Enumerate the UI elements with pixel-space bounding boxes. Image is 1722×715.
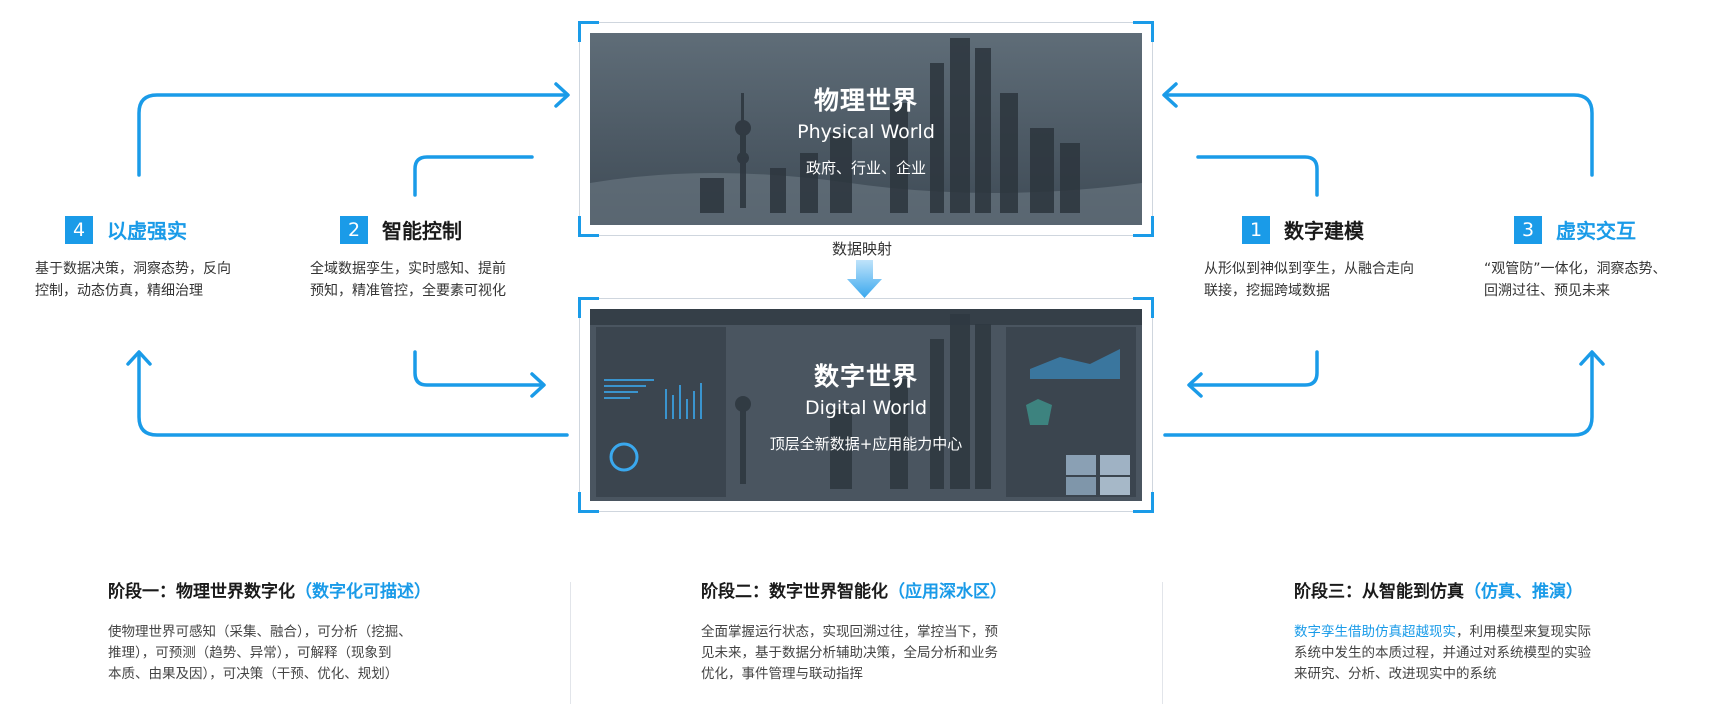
corner-br <box>1133 216 1154 237</box>
digital-world-title: 数字世界 <box>813 362 918 391</box>
stage-3-desc-line1: “观管防”一体化，洞察态势、 <box>1484 261 1667 277</box>
phase-3-line1: 数字孪生借助仿真超越现实，利用模型来复现实际 <box>1294 622 1591 643</box>
data-mapping-arrow <box>847 260 882 298</box>
phase-divider-1 <box>570 582 571 704</box>
arrow-stage4-up-head <box>126 350 152 366</box>
phase-3-highlight: （仿真、推演） <box>1464 582 1583 602</box>
arrow-digital-to-stage4 <box>137 351 569 437</box>
arrow-stage3-to-physical <box>1163 93 1594 177</box>
stage-1: 1 数字建模 从形似到神似到孪生，从融合走向 联接，挖掘跨域数据 <box>1204 215 1414 302</box>
stage-1-title: 数字建模 <box>1284 219 1364 243</box>
arrow-physical-to-stage1 <box>1196 155 1319 197</box>
phase-1-line3: 本质、由果及因），可决策（干预、优化、规划） <box>108 666 399 682</box>
stage-3-title: 虚实交互 <box>1556 219 1636 243</box>
corner-tr <box>1133 297 1154 318</box>
phase-3-line3: 来研究、分析、改进现实中的系统 <box>1294 666 1497 682</box>
stage-2-title: 智能控制 <box>382 219 462 243</box>
digital-world-image: 数字世界 Digital World 顶层全新数据+应用能力中心 <box>590 309 1142 501</box>
stage-1-desc: 从形似到神似到孪生，从融合走向 联接，挖掘跨域数据 <box>1204 258 1414 302</box>
arrow-stage1-head <box>1187 372 1203 398</box>
arrow-stage2-to-digital <box>413 350 545 387</box>
arrow-digital-to-stage3 <box>1163 351 1594 437</box>
phase-2-line3: 优化，事件管理与联动指挥 <box>701 666 863 682</box>
phase-2-line1: 全面掌握运行状态，实现回溯过往，掌控当下，预 <box>701 624 998 640</box>
phase-3-desc: 数字孪生借助仿真超越现实，利用模型来复现实际 系统中发生的本质过程，并通过对系统… <box>1294 622 1591 685</box>
stage-2-desc: 全域数据孪生，实时感知、提前 预知，精准管控，全要素可视化 <box>310 258 506 302</box>
phase-1: 阶段一：物理世界数字化（数字化可描述） 使物理世界可感知（采集、融合），可分析（… <box>108 577 431 685</box>
phase-2-line2: 见未来，基于数据分析辅助决策，全局分析和业务 <box>701 645 998 661</box>
stage-2-desc-line1: 全域数据孪生，实时感知、提前 <box>310 261 506 277</box>
phase-2-highlight: （应用深水区） <box>888 582 1007 602</box>
dashboard-city-image <box>590 309 1142 501</box>
phase-2-title: 阶段二：数字世界智能化（应用深水区） <box>701 577 1007 602</box>
digital-world-subtitle: 顶层全新数据+应用能力中心 <box>769 435 963 453</box>
corner-br <box>1133 492 1154 513</box>
stage-4-title: 以虚强实 <box>107 219 187 243</box>
stage-4-desc-line1: 基于数据决策，洞察态势，反向 <box>35 261 231 277</box>
phase-3-line2: 系统中发生的本质过程，并通过对系统模型的实验 <box>1294 645 1591 661</box>
phase-1-highlight: （数字化可描述） <box>295 582 431 602</box>
stage-3-desc-line2: 回溯过往、预见未来 <box>1484 283 1610 299</box>
stage-1-desc-line2: 联接，挖掘跨域数据 <box>1204 283 1330 299</box>
phase-3-line1-rest: ，利用模型来复现实际 <box>1456 624 1591 640</box>
arrow-stage3-up-head <box>1579 350 1605 366</box>
physical-world-image: 物理世界 Physical World 政府、行业、企业 <box>590 33 1142 225</box>
stage-4-desc-line2: 控制，动态仿真，精细治理 <box>35 283 203 299</box>
phase-3-title-text: 阶段三：从智能到仿真 <box>1294 582 1464 602</box>
stage-3-badge: 3 <box>1514 215 1542 244</box>
stage-3-desc: “观管防”一体化，洞察态势、 回溯过往、预见未来 <box>1484 258 1667 302</box>
corner-tl <box>578 297 599 318</box>
arrow-stage2-head <box>530 372 546 398</box>
physical-world-subtitle: 政府、行业、企业 <box>805 159 926 177</box>
corner-bl <box>578 492 599 513</box>
stage-4-desc: 基于数据决策，洞察态势，反向 控制，动态仿真，精细治理 <box>35 258 231 302</box>
phase-1-title: 阶段一：物理世界数字化（数字化可描述） <box>108 577 431 602</box>
stage-1-badge: 1 <box>1242 215 1270 244</box>
phase-2: 阶段二：数字世界智能化（应用深水区） 全面掌握运行状态，实现回溯过往，掌控当下，… <box>701 577 1007 685</box>
phase-2-title-text: 阶段二：数字世界智能化 <box>701 582 888 602</box>
digital-world-title-en: Digital World <box>804 397 928 419</box>
stage-2-badge: 2 <box>340 215 368 244</box>
physical-world-title: 物理世界 <box>813 86 918 115</box>
phase-2-desc: 全面掌握运行状态，实现回溯过往，掌控当下，预 见未来，基于数据分析辅助决策，全局… <box>701 622 1007 685</box>
stage-1-desc-line1: 从形似到神似到孪生，从融合走向 <box>1204 261 1414 277</box>
physical-world-panel: 物理世界 Physical World 政府、行业、企业 <box>578 21 1154 237</box>
stage-2-desc-line2: 预知，精准管控，全要素可视化 <box>310 283 506 299</box>
corner-tl <box>578 21 599 42</box>
arrow-physical-to-stage2 <box>413 155 534 197</box>
arrow-stage4-head <box>554 82 570 108</box>
phase-3: 阶段三：从智能到仿真（仿真、推演） 数字孪生借助仿真超越现实，利用模型来复现实际… <box>1294 577 1591 685</box>
phase-divider-2 <box>1162 582 1163 704</box>
data-mapping-label: 数据映射 <box>832 240 893 258</box>
city-skyline-image <box>590 33 1142 225</box>
arrow-stage4-to-physical <box>137 93 569 177</box>
phase-1-desc: 使物理世界可感知（采集、融合），可分析（挖掘、 推理），可预测（趋势、异常），可… <box>108 622 431 685</box>
stage-4: 4 以虚强实 基于数据决策，洞察态势，反向 控制，动态仿真，精细治理 <box>35 215 231 302</box>
corner-bl <box>578 216 599 237</box>
corner-tr <box>1133 21 1154 42</box>
digital-world-panel: 数字世界 Digital World 顶层全新数据+应用能力中心 <box>578 297 1154 513</box>
phase-3-line1-highlight: 数字孪生借助仿真超越现实 <box>1294 624 1456 640</box>
phase-3-title: 阶段三：从智能到仿真（仿真、推演） <box>1294 577 1591 602</box>
phase-1-line2: 推理），可预测（趋势、异常），可解释（现象到 <box>108 645 392 661</box>
phase-1-title-text: 阶段一：物理世界数字化 <box>108 582 295 602</box>
stage-4-badge: 4 <box>65 215 93 244</box>
phase-1-line1: 使物理世界可感知（采集、融合），可分析（挖掘、 <box>108 624 412 640</box>
arrow-stage3-head <box>1162 82 1178 108</box>
stage-2: 2 智能控制 全域数据孪生，实时感知、提前 预知，精准管控，全要素可视化 <box>310 215 506 302</box>
stage-3: 3 虚实交互 “观管防”一体化，洞察态势、 回溯过往、预见未来 <box>1484 215 1667 302</box>
arrow-stage1-to-digital <box>1188 350 1319 387</box>
physical-world-title-en: Physical World <box>797 121 935 143</box>
